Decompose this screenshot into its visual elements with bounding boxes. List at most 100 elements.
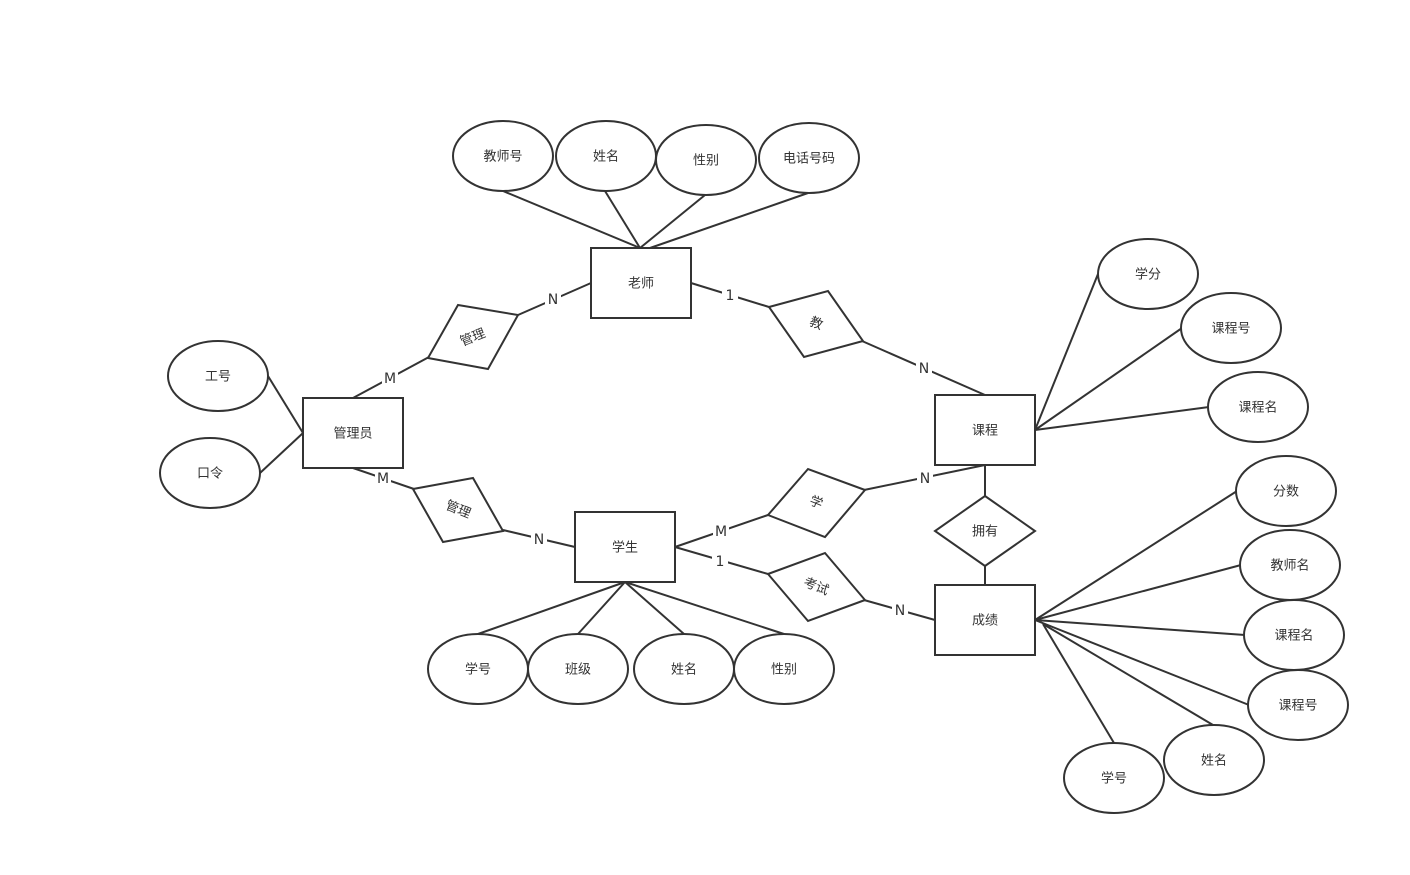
attribute-admin-id-ellipse	[167, 340, 269, 412]
attribute-course-no[interactable]: 课程号	[1180, 292, 1282, 364]
entity-score[interactable]: 成绩	[934, 584, 1036, 656]
attribute-course-no-label: 课程号	[1211, 322, 1250, 337]
connector-course-name	[1034, 406, 1210, 431]
cardinality-bg	[712, 552, 728, 570]
attribute-score-name[interactable]: 姓名	[1163, 724, 1265, 796]
relationship-teach[interactable]: 教	[767, 289, 865, 359]
attribute-course-name-label: 课程名	[1238, 400, 1277, 416]
attribute-teacher-phone[interactable]: 电话号码	[758, 122, 860, 194]
attribute-score-course-name[interactable]: 课程名	[1243, 599, 1345, 671]
relationship-has-label: 拥有	[972, 525, 998, 540]
attribute-teacher-gender-ellipse	[655, 124, 757, 196]
entity-student-label: 学生	[612, 540, 638, 556]
relationship-has[interactable]: 拥有	[933, 494, 1037, 568]
connector-score-course-name	[1034, 619, 1246, 636]
attribute-course-credit-ellipse	[1097, 238, 1199, 310]
cardinality-labels: N M 1 N M N M N 1 N	[375, 286, 933, 619]
cardinality-bg	[892, 601, 908, 619]
attribute-teacher-no[interactable]: 教师号	[452, 120, 554, 192]
attribute-student-no[interactable]: 学号	[427, 633, 529, 705]
connector-score-course-no	[1034, 619, 1250, 706]
entity-score-label: 成绩	[972, 614, 998, 629]
entity-admin[interactable]: 管理员	[302, 397, 404, 469]
cardinality-bg	[382, 369, 398, 387]
attribute-course-credit[interactable]: 学分	[1097, 238, 1199, 310]
attribute-admin-id[interactable]: 工号	[167, 340, 269, 412]
attribute-teacher-phone-ellipse	[758, 122, 860, 194]
relationship-exam-diamond	[766, 551, 867, 623]
connector-student-name	[624, 581, 685, 635]
cardinality-bg	[531, 530, 547, 548]
connector-teacher-gender	[639, 194, 706, 249]
cardinality-learn-course: N	[920, 471, 930, 487]
cardinality-bg	[722, 286, 738, 304]
relationship-learn[interactable]: 学	[766, 467, 867, 539]
entity-course-box	[934, 394, 1036, 466]
connector-course-no	[1034, 327, 1183, 431]
attribute-course-name-ellipse	[1207, 371, 1309, 443]
attribute-score-student-no-label: 学号	[1101, 771, 1127, 787]
attribute-teacher-no-label: 教师号	[483, 149, 522, 165]
relationship-exam[interactable]: 考试	[766, 551, 867, 623]
attribute-student-name[interactable]: 姓名	[633, 633, 735, 705]
cardinality-bg	[917, 469, 933, 487]
attribute-score-student-no[interactable]: 学号	[1063, 742, 1165, 814]
connector-score-teacher-name	[1034, 564, 1242, 621]
attribute-teacher-phone-label: 电话号码	[783, 152, 835, 167]
attribute-teacher-name[interactable]: 姓名	[555, 120, 657, 192]
attribute-course-credit-label: 学分	[1135, 267, 1161, 283]
attribute-score-value[interactable]: 分数	[1235, 455, 1337, 527]
connector-admin-id	[267, 375, 304, 434]
attribute-student-no-label: 学号	[465, 662, 491, 678]
attribute-student-gender[interactable]: 性别	[733, 633, 835, 705]
relationship-manage-student[interactable]: 管理	[411, 476, 505, 544]
attribute-course-no-ellipse	[1180, 292, 1282, 364]
entity-teacher[interactable]: 老师	[590, 247, 692, 319]
attribute-student-gender-ellipse	[733, 633, 835, 705]
attribute-admin-password-label: 口令	[197, 467, 223, 482]
connector-admin-password	[259, 432, 304, 474]
attribute-score-value-label: 分数	[1273, 485, 1299, 500]
attribute-admin-password[interactable]: 口令	[159, 437, 261, 509]
entity-teacher-label: 老师	[628, 277, 654, 292]
cardinality-manage-student-student: N	[534, 532, 544, 548]
cardinality-learn-student: M	[715, 524, 727, 540]
relationship-teach-label: 教	[807, 314, 825, 334]
entity-score-box	[934, 584, 1036, 656]
attribute-teacher-gender[interactable]: 性别	[655, 124, 757, 196]
cardinality-bg	[713, 522, 729, 540]
attribute-score-course-no-ellipse	[1247, 669, 1349, 741]
entity-admin-box	[302, 397, 404, 469]
cardinality-bg	[375, 469, 391, 487]
attribute-student-name-label: 姓名	[671, 662, 697, 678]
attribute-score-name-ellipse	[1163, 724, 1265, 796]
connector-score-name	[1042, 623, 1214, 726]
relationship-learn-diamond	[766, 467, 867, 539]
relationship-learn-label: 学	[807, 493, 825, 513]
relationship-manage-student-diamond	[411, 476, 505, 544]
attribute-score-teacher-name[interactable]: 教师名	[1239, 529, 1341, 601]
connector-teacher-phone	[649, 192, 809, 249]
connector-student-gender	[624, 581, 785, 635]
attribute-score-teacher-name-label: 教师名	[1270, 558, 1309, 574]
attribute-score-course-no[interactable]: 课程号	[1247, 669, 1349, 741]
connector-score-value	[1034, 490, 1238, 621]
attribute-student-class-label: 班级	[565, 663, 591, 678]
entity-student-box	[574, 511, 676, 583]
attribute-student-class[interactable]: 班级	[527, 633, 629, 705]
attribute-student-gender-label: 性别	[771, 663, 797, 678]
cardinality-exam-score: N	[895, 603, 905, 619]
relationship-manage-teacher[interactable]: 管理	[426, 303, 520, 371]
entity-course[interactable]: 课程	[934, 394, 1036, 466]
cardinality-exam-student: 1	[716, 554, 725, 570]
attribute-course-name[interactable]: 课程名	[1207, 371, 1309, 443]
entity-student[interactable]: 学生	[574, 511, 676, 583]
attribute-student-class-ellipse	[527, 633, 629, 705]
cardinality-manage-teacher-admin: M	[384, 371, 396, 387]
entity-admin-label: 管理员	[333, 427, 372, 442]
connector-teacher-name	[604, 190, 641, 249]
attribute-teacher-gender-label: 性别	[693, 154, 719, 169]
connector-student-no	[477, 581, 626, 635]
relationship-teach-diamond	[767, 289, 865, 359]
